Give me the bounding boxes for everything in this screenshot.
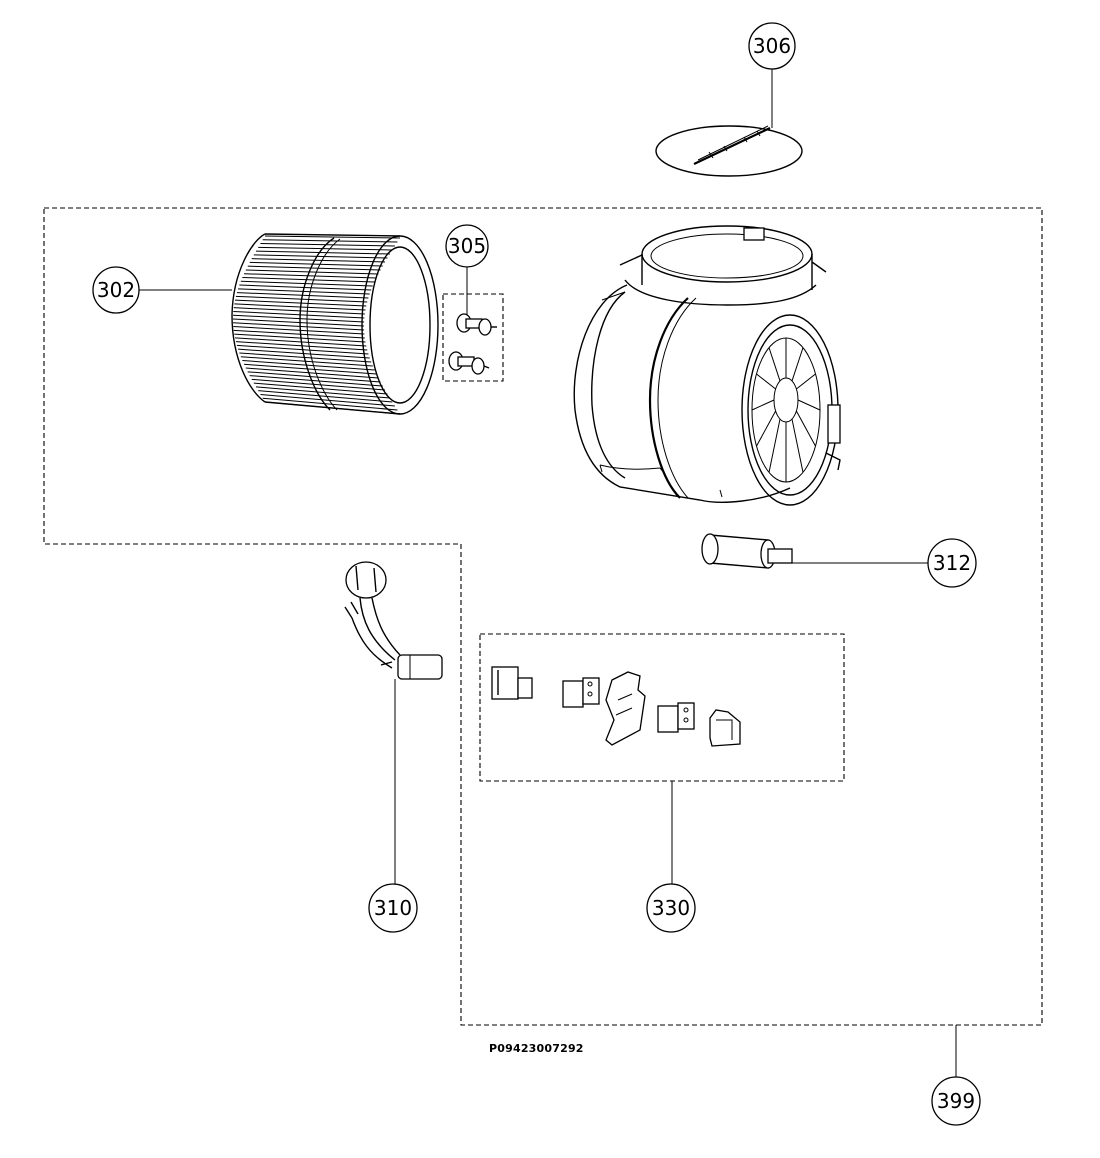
part-306-flap[interactable]: [655, 125, 803, 177]
svg-text:330: 330: [652, 896, 690, 920]
callout-302[interactable]: 302: [92, 266, 140, 314]
drawing-code: P09423007292: [489, 1042, 584, 1055]
motor-housing[interactable]: [573, 225, 841, 506]
callout-399[interactable]: 399: [931, 1076, 981, 1126]
part-305-group-box: [442, 293, 504, 382]
part-330-connectors[interactable]: [491, 666, 741, 747]
part-305-dampers[interactable]: [448, 313, 497, 375]
callout-306[interactable]: 306: [748, 22, 796, 70]
part-312-capacitor[interactable]: [701, 533, 793, 569]
svg-text:305: 305: [448, 234, 486, 258]
svg-text:310: 310: [374, 896, 412, 920]
callout-330[interactable]: 330: [646, 883, 696, 933]
callout-310[interactable]: 310: [368, 883, 418, 933]
callout-312[interactable]: 312: [927, 538, 977, 588]
callout-305[interactable]: 305: [445, 224, 489, 268]
part-330-group-box: [479, 633, 845, 782]
svg-text:302: 302: [97, 278, 135, 302]
part-310-power-cord[interactable]: [344, 561, 443, 680]
svg-text:312: 312: [933, 551, 971, 575]
part-302-blower-wheel[interactable]: [231, 233, 439, 415]
svg-text:399: 399: [937, 1089, 975, 1113]
assembly-399-boundary: [43, 207, 1043, 1026]
svg-text:306: 306: [753, 34, 791, 58]
